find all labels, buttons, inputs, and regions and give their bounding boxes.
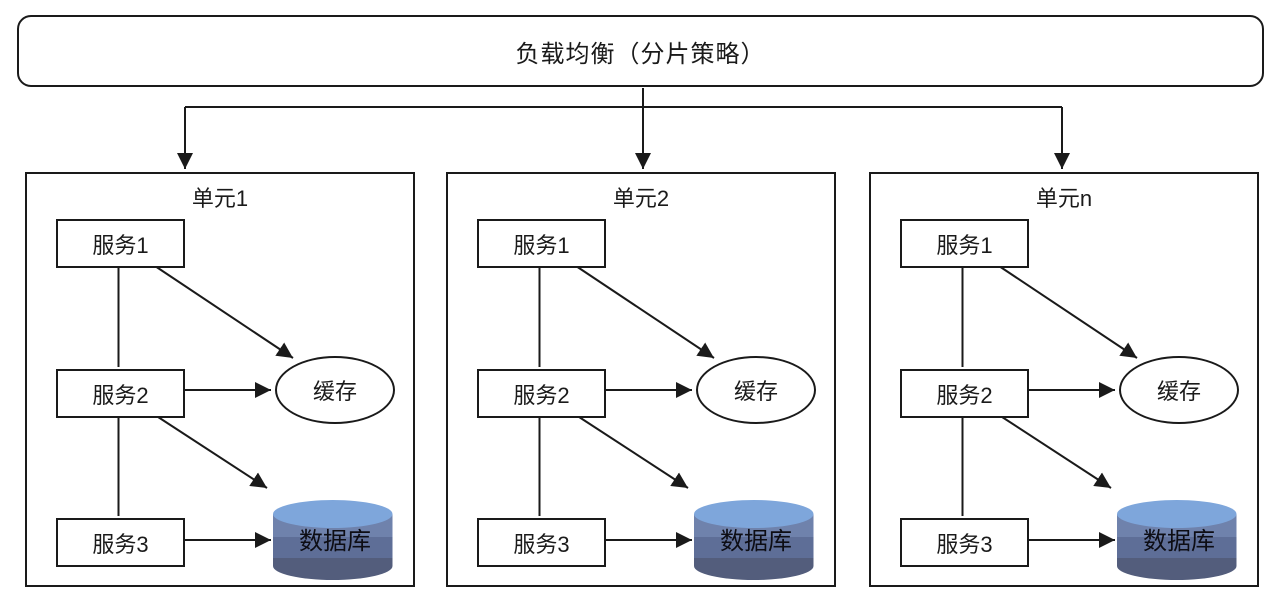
load-balancer-node: 负载均衡（分片策略） [17,15,1264,87]
fanout-connectors [177,88,1070,169]
database-cylinder [273,500,393,580]
unit-title: 单元n [1035,186,1093,211]
arrow-service2-database [998,414,1112,489]
cache-node: 缓存 [1119,356,1239,424]
load-balancer-label: 负载均衡（分片策略） [515,40,766,68]
cache-node: 缓存 [275,356,395,424]
database-label: 数据库 [720,528,792,555]
cache-node: 缓存 [696,356,816,424]
service-node-3: 服务3 [477,518,606,567]
unit-2-connectors [538,265,814,580]
unit-title: 单元2 [612,186,670,211]
service-node-1: 服务1 [56,219,185,268]
arrow-service1-cache [154,265,294,359]
arrow-service1-cache [575,265,715,359]
unit-title: 单元1 [191,186,249,211]
arrow-service2-database [575,414,689,489]
arrow-service1-cache [998,265,1138,359]
service-node-3: 服务3 [900,518,1029,567]
unit-box-2: 单元2 服务1 服务2 服务3 缓存 数据库 [446,172,836,587]
unit-box-n: 单元n 服务1 服务2 服务3 缓存 数据库 [869,172,1259,587]
service-node-1: 服务1 [477,219,606,268]
database-label: 数据库 [1143,528,1215,555]
service-node-3: 服务3 [56,518,185,567]
service-node-2: 服务2 [477,369,606,418]
service-node-2: 服务2 [56,369,185,418]
unit-box-1: 单元1 服务1 服务2 服务3 缓存 数据库 [25,172,415,587]
database-label: 数据库 [299,528,371,555]
unit-1-connectors [117,265,393,580]
service-node-2: 服务2 [900,369,1029,418]
service-node-1: 服务1 [900,219,1029,268]
arrow-service2-database [154,414,268,489]
database-cylinder [694,500,814,580]
database-cylinder [1117,500,1237,580]
unit-3-connectors [961,265,1237,580]
